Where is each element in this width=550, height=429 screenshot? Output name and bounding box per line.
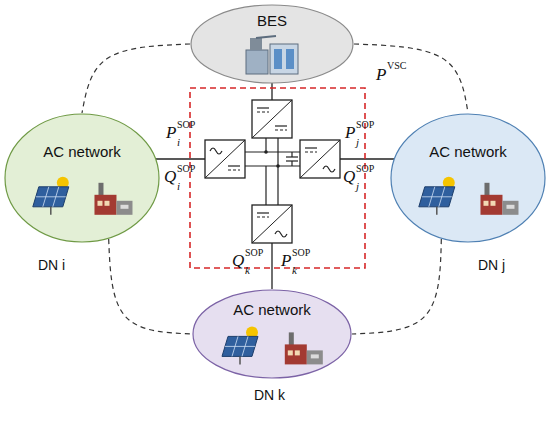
power-subscript: k [292, 265, 297, 276]
wire [271, 83, 272, 100]
sop-boundary [190, 88, 365, 268]
factory-icon [94, 183, 132, 215]
node-title: AC network [233, 301, 311, 318]
power-subscript: j [356, 137, 359, 148]
power-symbol: P [281, 252, 291, 269]
power-superscript: SOP [177, 120, 195, 130]
power-subscript: i [177, 137, 180, 148]
solar-panel-icon [222, 326, 258, 364]
capacitor-lead [291, 152, 292, 157]
power-superscript: SOP [356, 120, 374, 130]
network-ellipse: AC network [390, 113, 546, 243]
dc-ac-converter [300, 140, 340, 178]
solar-panel-icon [419, 177, 455, 215]
factory-icon [480, 183, 518, 215]
capacitor-plate [286, 156, 298, 157]
factory-icon [285, 332, 323, 364]
dc-dc-converter [252, 100, 292, 138]
dc-ac-converter [252, 205, 292, 243]
feeder-wires [156, 83, 394, 289]
power-superscript: SOP [356, 164, 374, 174]
node-title: AC network [43, 143, 121, 160]
storage-icon [246, 36, 298, 74]
junction-dots [264, 150, 280, 168]
dashed-link [352, 239, 441, 334]
ellipse-shape [191, 5, 353, 83]
power-superscript: SOP [292, 248, 310, 258]
capacitor-lead [291, 161, 292, 166]
ellipse-shape [5, 114, 159, 242]
network-ellipse: AC network [4, 113, 160, 243]
solar-panel-icon [33, 177, 69, 215]
bus-line [277, 166, 278, 205]
power-superscript: SOP [245, 248, 263, 258]
network-name: DN k [254, 388, 285, 402]
ellipse-outline [4, 113, 160, 243]
network-ellipse: AC network [192, 289, 352, 379]
dashed-link [109, 239, 192, 334]
power-subscript: k [245, 265, 250, 276]
power-subscript: i [177, 181, 180, 192]
ac-dc-converter [205, 140, 245, 178]
ellipse-shape [193, 290, 351, 378]
power-symbol: P [166, 124, 176, 141]
network-ellipse: BES [190, 4, 354, 84]
dc-bus [245, 138, 300, 205]
dashed-link [354, 44, 468, 113]
bus-line [277, 138, 278, 166]
power-superscript: VSC [387, 61, 406, 71]
node-title: AC network [429, 143, 507, 160]
node-title: BES [257, 12, 287, 29]
power-symbol: Q [232, 252, 244, 269]
power-superscript: SOP [177, 164, 195, 174]
wire [156, 158, 205, 159]
bus-line [265, 166, 266, 205]
power-subscript: j [356, 181, 359, 192]
wire [340, 158, 394, 159]
power-symbol: P [345, 124, 355, 141]
ellipse-outline [390, 113, 546, 243]
power-symbol: P [376, 66, 386, 83]
power-symbol: Q [164, 168, 176, 185]
wire [271, 243, 272, 289]
junction-dot [276, 164, 280, 168]
dashed-link [82, 44, 190, 113]
bus-line [265, 138, 266, 152]
junction-dot [264, 150, 268, 154]
ellipse-shape [391, 114, 545, 242]
network-name: DN j [478, 258, 505, 272]
network-name: DN i [38, 258, 65, 272]
power-symbol: Q [343, 168, 355, 185]
